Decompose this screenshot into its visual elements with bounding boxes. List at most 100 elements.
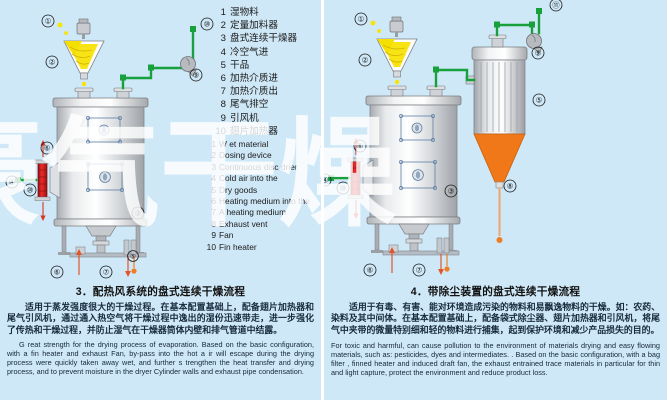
legend-item: 6 加热介质进 [212, 72, 297, 85]
legend-label: Continuous disc drier [219, 161, 298, 172]
caption-right: 4．带除尘装置的盘式连续干燥流程 [410, 286, 581, 298]
svg-text:⑦: ⑦ [416, 266, 423, 275]
legend-label: 定量加料器 [230, 20, 278, 32]
svg-text:⑩: ⑩ [27, 186, 34, 195]
legend-label: 冷空气进 [230, 46, 269, 58]
paragraph-english-left: G reat strength for the drying process o… [7, 340, 314, 377]
legend-number: 2 [211, 150, 216, 161]
disc-dryer-vessel [52, 87, 149, 258]
legend-number: 3 [211, 161, 216, 172]
svg-text:③: ③ [448, 187, 455, 196]
legend-number: 10 [206, 241, 216, 252]
svg-text:⑤: ⑤ [536, 96, 543, 105]
legend-number: 9 [220, 112, 226, 124]
svg-text:②: ② [49, 58, 56, 67]
dosing-hopper-icon [376, 16, 418, 78]
disc-dryer-vessel [365, 85, 462, 256]
legend-label: 加热介质进 [230, 73, 278, 85]
legend-label: 尾气排空 [230, 99, 269, 111]
paragraph-english-right: For toxic and harmful, can cause polluti… [331, 341, 660, 378]
heating-medium-arrows [40, 140, 137, 277]
caption-left: 3．配热风系统的盘式连续干燥流程 [75, 286, 246, 298]
legend-label: W et material [219, 139, 269, 149]
svg-text:⑥: ⑥ [367, 266, 374, 275]
svg-text:⑩: ⑩ [204, 20, 211, 29]
dosing-hopper-icon [63, 18, 105, 80]
legend-label: 盘式连续干燥器 [230, 33, 298, 45]
callout-markers: ① ② ⑨ ④ ③ ⑥ ⑩ ⑥ ⑦ ⑩ ⑤ [5, 14, 214, 279]
bag-filter-vessel [465, 34, 528, 189]
svg-text:①: ① [358, 15, 365, 24]
svg-text:③: ③ [135, 209, 142, 218]
legend-number: 5 [211, 184, 216, 195]
legend-number: 2 [220, 20, 226, 32]
fin-heater-icon [347, 157, 374, 199]
legend-number: 6 [220, 73, 226, 85]
diagram-left: ① ② ⑨ ④ ③ ⑥ ⑩ ⑥ ⑦ ⑩ ⑤ [0, 0, 321, 282]
legend-item: 2 定量加料器 [212, 19, 297, 32]
description-right: 适用于有毒、有害、能对环境造成污染的物料和易飘逸物料的干燥。如：农药、染料及其中… [324, 302, 667, 377]
svg-text:⑩: ⑩ [340, 184, 347, 193]
legend-number: 8 [220, 99, 226, 111]
legend-number: 7 [220, 86, 226, 98]
legend-label: Dry goods [219, 184, 258, 195]
svg-text:④: ④ [324, 176, 328, 185]
legend-number: 1 [211, 139, 216, 149]
callout-markers: ① ② ⑨ ④ ③ ⑥ ⑩ ⑥ ⑦ ⑤ ⑧ ⑪ [324, 0, 563, 277]
legend-item: 10 翅片加热器 [212, 125, 297, 138]
heating-medium-arrows [353, 138, 450, 275]
paragraph-chinese-right: 适用于有毒、有害、能对环境造成污染的物料和易飘逸物料的干燥。如：农药、染料及其中… [331, 302, 660, 335]
legend-label: Heating medium into the [219, 196, 310, 207]
legend-number: 4 [220, 46, 226, 58]
legend-number: 6 [211, 196, 216, 207]
description-left: 适用于蒸发强度很大的干燥过程。在基本配置基础上，配备翅片加热器和尾气引风机，通过… [0, 302, 321, 376]
legend-label: Cold air into the [219, 173, 278, 184]
legend-label: Fin heater [219, 241, 257, 252]
legend-label: 加热介质出 [230, 86, 278, 98]
diagram-right: ① ② ⑨ ④ ③ ⑥ ⑩ ⑥ ⑦ ⑤ ⑧ ⑪ [324, 0, 667, 282]
svg-text:②: ② [362, 56, 369, 65]
fin-heater-icon [34, 159, 61, 201]
legend-number: 5 [220, 59, 226, 71]
svg-text:⑤: ⑤ [130, 253, 136, 261]
legend-item: 3 盘式连续干燥器 [212, 32, 298, 45]
svg-text:⑧: ⑧ [507, 182, 514, 191]
legend-item: 8 尾气排空 [212, 98, 297, 111]
legend-number: 8 [211, 218, 216, 229]
legend-label: 湿物料 [230, 7, 259, 18]
legend-item: 4 冷空气进 [212, 46, 297, 59]
legend-item: 5 干品 [212, 59, 297, 72]
svg-text:⑥: ⑥ [357, 142, 364, 151]
legend-number: 10 [215, 125, 226, 137]
svg-text:⑨: ⑨ [535, 49, 542, 58]
paragraph-chinese-left: 适用于蒸发强度很大的干燥过程。在基本配置基础上，配备翅片加热器和尾气引风机，通过… [7, 302, 314, 335]
legend-label: 翅片加热器 [230, 125, 278, 137]
legend-number: 3 [220, 33, 226, 45]
legend-label: Exhaust vent [219, 218, 268, 229]
legend-item: 1 湿物料 [212, 6, 297, 19]
legend-number: 9 [211, 230, 216, 241]
svg-text:⑥: ⑥ [54, 268, 61, 277]
svg-text:⑨: ⑨ [193, 71, 200, 80]
dry-goods-discharge [496, 188, 503, 243]
svg-text:⑦: ⑦ [103, 268, 110, 277]
svg-text:⑥: ⑥ [44, 144, 51, 153]
legend-label: 干品 [230, 59, 250, 71]
legend-number: 7 [211, 207, 216, 218]
legend-number: 1 [220, 7, 226, 18]
